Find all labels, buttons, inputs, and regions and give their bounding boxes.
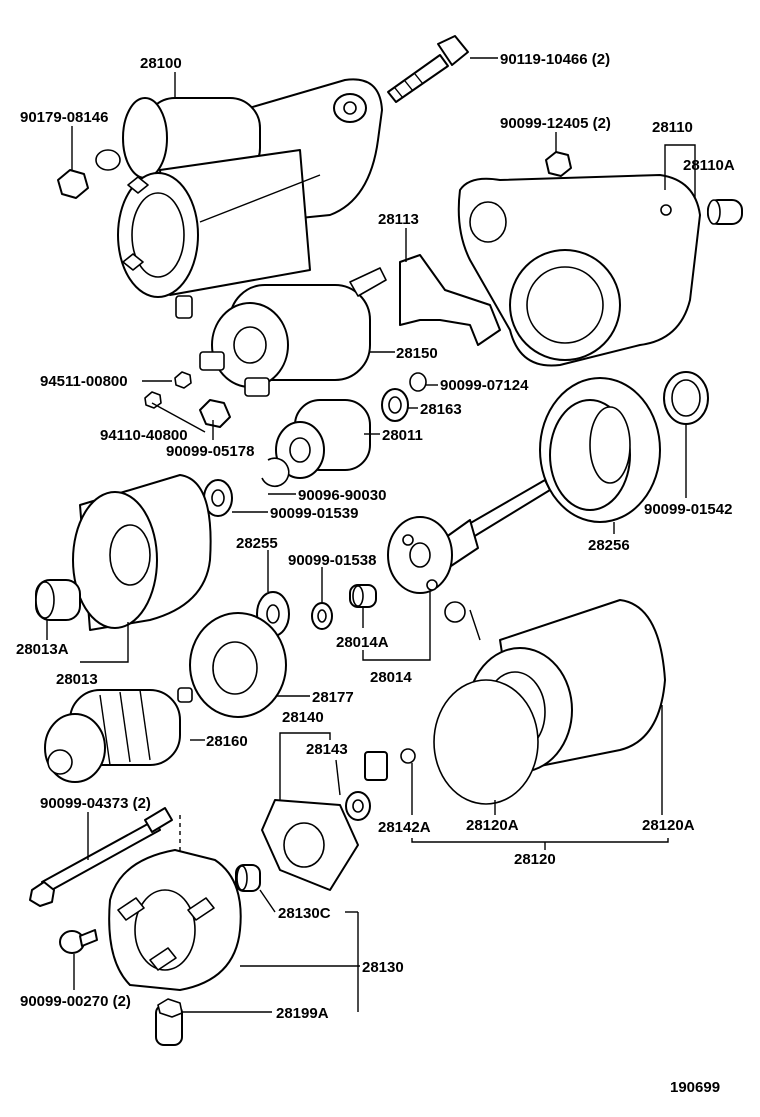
bushing-28013A	[35, 579, 81, 621]
label-90099-12405: 90099-12405 (2)	[500, 115, 611, 132]
diagram-id: 190699	[670, 1079, 720, 1096]
bushing-28110A	[707, 199, 743, 225]
label-90099-01542: 90099-01542	[644, 501, 732, 518]
label-90096-90030: 90096-90030	[298, 487, 386, 504]
label-28013A: 28013A	[16, 641, 69, 658]
label-28100: 28100	[140, 55, 182, 72]
bearing-28163	[381, 388, 409, 422]
snap-ring-90096-90030	[261, 457, 290, 488]
bushing-28130C	[235, 864, 261, 892]
label-90099-04373: 90099-04373 (2)	[40, 795, 151, 812]
label-28177: 28177	[312, 689, 354, 706]
label-28014A: 28014A	[336, 634, 389, 651]
ring-gear-28256	[539, 377, 661, 523]
bolt-90099-04373	[29, 807, 173, 907]
label-28120A-1: 28120A	[466, 817, 519, 834]
nut-90099-12405	[545, 151, 572, 177]
label-28163: 28163	[420, 401, 462, 418]
bearing-28014A	[349, 584, 377, 608]
planetary-plate-28014	[387, 516, 453, 594]
nut-90099-05178	[199, 399, 231, 428]
part-labels: 28100 90119-10466 (2) 90179-08146 90099-…	[16, 51, 735, 1096]
label-28113: 28113	[378, 211, 419, 228]
label-28120: 28120	[514, 851, 556, 868]
yoke-28013	[72, 474, 212, 631]
gasket-28120A-left	[433, 679, 539, 805]
label-28142A: 28142A	[378, 819, 431, 836]
label-28130: 28130	[362, 959, 404, 976]
nut-94110-40800	[144, 391, 162, 409]
label-94110-40800: 94110-40800	[100, 427, 188, 444]
plug-28199A	[155, 998, 183, 1046]
label-28255: 28255	[236, 535, 278, 552]
washer-90099-01538	[311, 602, 333, 630]
label-28110: 28110	[652, 119, 693, 136]
label-94511-00800: 94511-00800	[40, 373, 128, 390]
leader-lines	[46, 57, 696, 1013]
label-28014: 28014	[370, 669, 412, 686]
label-90099-07124: 90099-07124	[440, 377, 529, 394]
label-28256: 28256	[588, 537, 630, 554]
label-28160: 28160	[206, 733, 248, 750]
label-28140: 28140	[282, 709, 324, 726]
label-90119-10466: 90119-10466 (2)	[500, 51, 610, 68]
lever-28113	[399, 254, 501, 346]
label-28130C: 28130C	[278, 905, 331, 922]
spring-28143	[345, 791, 371, 821]
bracket-28177	[189, 612, 287, 718]
nut-94511-00800	[174, 371, 192, 389]
label-90179-08146: 90179-08146	[20, 109, 108, 126]
clip-90099-07124	[409, 372, 427, 392]
brush-holder-28140	[261, 799, 359, 891]
nut-90179-08146	[57, 169, 89, 199]
label-28120A-2: 28120A	[642, 817, 695, 834]
solenoid-28150	[199, 267, 387, 397]
screw-90099-00270	[59, 929, 98, 954]
label-28011: 28011	[382, 427, 423, 444]
label-90099-01539: 90099-01539	[270, 505, 358, 522]
label-28110A: 28110A	[683, 157, 735, 174]
label-90099-01538: 90099-01538	[288, 552, 376, 569]
label-28199A: 28199A	[276, 1005, 329, 1022]
starter-assembly-28100	[95, 78, 383, 319]
end-cover-28130	[108, 849, 242, 991]
brush-28142A	[364, 748, 416, 781]
label-90099-00270: 90099-00270 (2)	[20, 993, 131, 1010]
label-28143: 28143	[306, 741, 348, 758]
label-90099-05178: 90099-05178	[166, 443, 254, 460]
bolt-90119-10466	[387, 35, 469, 103]
label-28013: 28013	[56, 671, 98, 688]
housing-28110	[457, 174, 701, 367]
clutch-28011	[275, 399, 371, 479]
label-28150: 28150	[396, 345, 438, 362]
armature-28160	[44, 687, 193, 783]
washer-90099-01542	[663, 371, 709, 425]
